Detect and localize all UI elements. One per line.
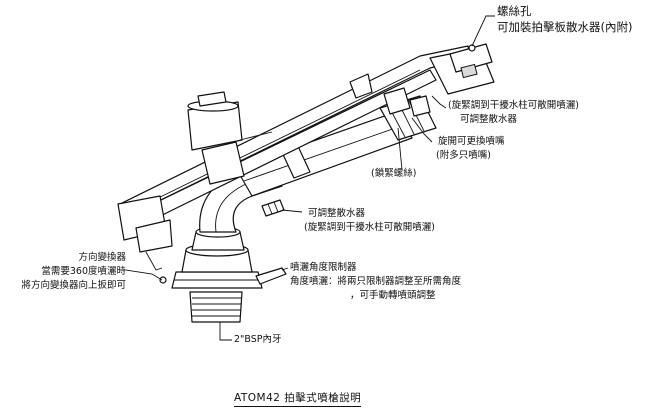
limiter-label-2: 角度噴灑：將兩只限制器調整至所需角度 [290,276,462,287]
spring-housing [187,91,273,185]
nozzle-label-1: 旋開可更換噴嘴 [438,136,505,147]
adj-mid-label-1: 可調整散水器 [308,208,366,219]
screw-hole-label: 螺絲孔 [497,4,532,18]
mid-diffuser-screw [261,199,285,217]
base-body [159,226,287,323]
bsp-thread-label: 2"BSP內牙 [234,334,282,345]
limiter-label-3: ，可手動轉噴頭調整 [350,290,436,301]
lock-screw-label: (鎖緊螺絲) [371,168,417,179]
limiter-label-1: 噴灑角度限制器 [290,262,357,273]
deflector-assembly [349,43,495,117]
deflector-addon-label: 可加裝拍擊板散水器(內附) [497,20,633,34]
leader-lines [125,15,495,341]
reverser-label-1: 方向變換器 [78,252,126,263]
diagram-title: ATOM42 拍擊式噴槍說明 [234,390,362,407]
reverser-label-3: 將方向變換器向上扳即可 [21,280,126,291]
tighten-top-label-2: 可調整散水器 [460,114,518,125]
tighten-top-label-1: (旋緊調到干擾水柱可散開噴灑) [448,100,579,111]
adj-mid-label-2: (旋緊調到干擾水柱可散開噴灑) [304,222,435,233]
reverser-label-2: 當需要360度噴灑時 [41,266,126,277]
nozzle-label-2: (附多只噴嘴) [436,150,491,161]
